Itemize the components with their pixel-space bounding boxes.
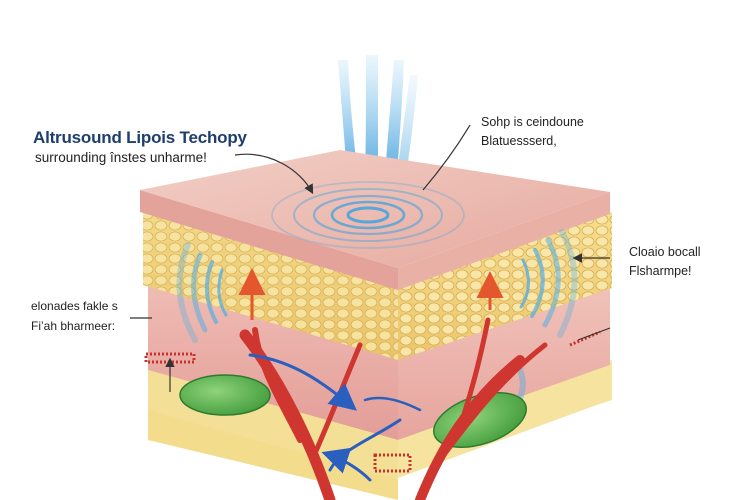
heat-arrows [238,268,504,320]
artery [452,317,491,443]
callout-right: Cloaio bocall Flsharmpe! [629,243,701,281]
callout-line: Cloaio bocall [629,245,701,259]
ripple [271,181,465,249]
callout-line: Sohp is ceindoune [481,115,584,129]
ultrasound-ripples [271,181,465,249]
ripple [346,206,390,224]
vein [363,396,422,412]
callout-top-right: Sohp is ceindoune Blatuessserd, [481,113,584,151]
leader-title [234,153,314,195]
skin-right-edge [398,192,610,290]
callout-line: Flsharmpe! [629,264,692,278]
vein [248,353,357,411]
fat-cells-left [143,210,398,360]
dermis-right-face [398,280,610,440]
vein [321,447,372,482]
left-side-waves [176,242,228,343]
leader-right-lower [577,327,611,341]
veins [248,353,422,482]
ripple [312,194,424,236]
callout-line: Fi’ah bharmeer: [31,319,116,333]
callout-left: elonades fakle s Fi’ah bharmeer: [31,296,118,336]
ripple [330,200,406,230]
arteries [239,317,548,500]
callout-line: elonades fakle s [31,299,118,313]
diagram-title: Altrusound Lipois Techopy [33,128,247,147]
fat-cells-right [398,212,612,360]
leader-lines [130,124,611,392]
callout-line: Blatuessserd, [481,134,557,148]
skin-left-edge [140,190,398,290]
artery [252,327,303,443]
artery [437,342,548,463]
leader-top-right [422,124,471,191]
gland-left [179,374,271,416]
diagram-subtitle: surrounding înstes unharme! [35,150,207,165]
ripple [293,188,443,242]
